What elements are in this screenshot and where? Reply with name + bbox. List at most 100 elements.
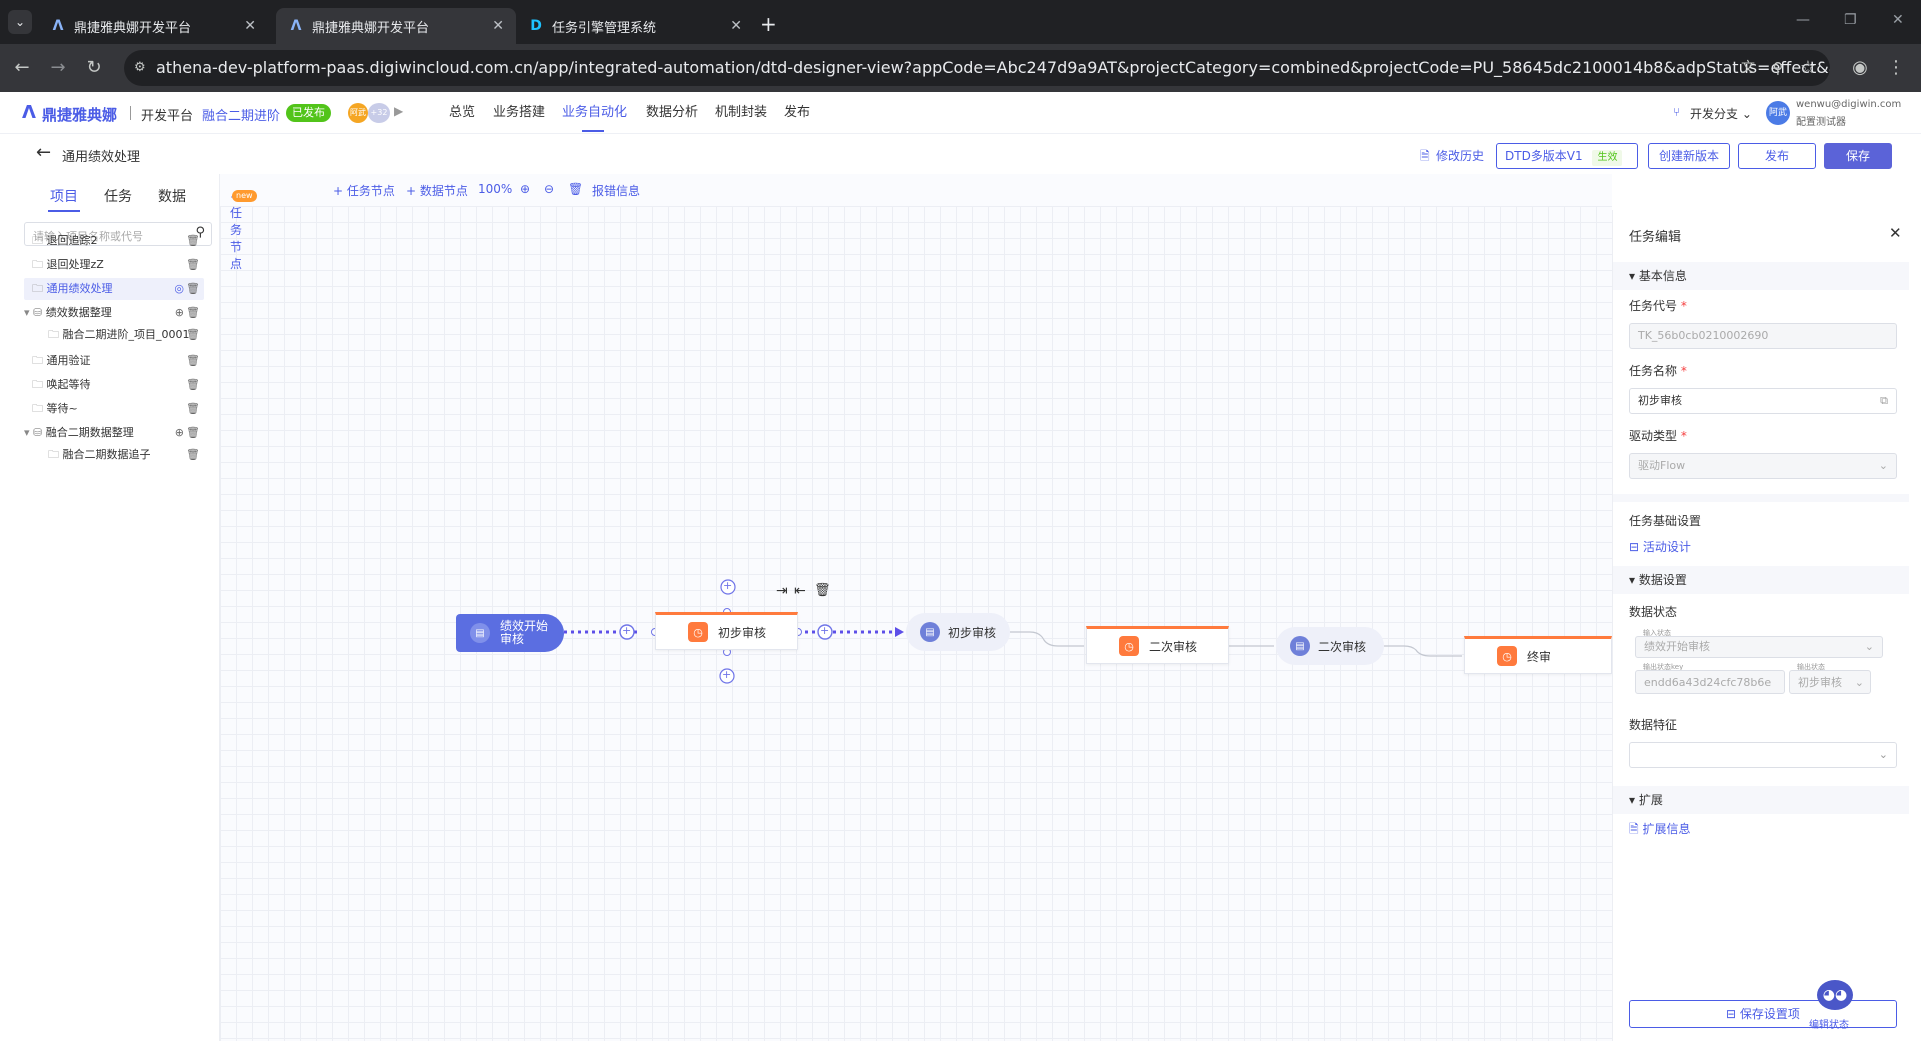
trash-icon[interactable]: 🗑 (186, 448, 200, 461)
task-node-final-review[interactable]: ◷ 终审 (1464, 636, 1612, 674)
node-delete-icon[interactable]: 🗑 (814, 583, 831, 598)
menu-business-automation[interactable]: 业务自动化 (562, 105, 628, 120)
forward-icon[interactable]: → (50, 57, 66, 78)
edge-plus-icon[interactable]: + (820, 624, 830, 637)
history-icon[interactable]: 🗎 (1420, 149, 1430, 163)
data-feature-select[interactable]: ⌄ (1629, 742, 1897, 768)
tree-group[interactable]: ▾ ⛁ 融合二期数据整理🗑⊕ (24, 422, 204, 444)
activity-design-link[interactable]: ⊟ 活动设计 (1629, 540, 1691, 554)
version-selector[interactable]: DTD多版本V1 生效 (1496, 143, 1638, 169)
history-link[interactable]: 修改历史 (1436, 149, 1485, 163)
trash-icon[interactable]: 🗑 (186, 258, 200, 271)
add-circle-icon[interactable]: ⊕ (174, 426, 184, 439)
zoom-icon[interactable]: ⚲ (1772, 59, 1784, 77)
tree-item[interactable]: 🗀 退回处理zZ🗑 (24, 254, 204, 276)
browser-tab-2[interactable]: Λ 鼎捷雅典娜开发平台 ✕ (276, 8, 516, 44)
start-node[interactable]: ▤ 绩效开始审核 (456, 614, 564, 652)
tree-item[interactable]: 🗀 融合二期数据追子🗑 (24, 444, 204, 466)
browser-menu-icon[interactable]: ⋮ (1887, 57, 1905, 78)
restore-icon[interactable]: ❐ (1844, 12, 1857, 28)
edge-plus-icon[interactable]: + (622, 624, 632, 637)
basic-info-section[interactable]: ▾ 基本信息 (1613, 262, 1909, 290)
reload-icon[interactable]: ↻ (86, 57, 102, 78)
error-info-link[interactable]: 报错信息 (592, 184, 641, 198)
minimize-icon[interactable]: — (1796, 12, 1810, 28)
save-button[interactable]: 保存 (1824, 143, 1892, 169)
save-settings-button[interactable]: ⊟ 保存设置项 (1629, 1000, 1897, 1028)
zoom-out-icon[interactable]: ⊖ (544, 182, 555, 196)
branch-icon[interactable]: ⑂ (1673, 105, 1681, 119)
close-tab-icon[interactable]: ✕ (492, 18, 504, 34)
data-settings-section[interactable]: ▾ 数据设置 (1613, 566, 1909, 594)
profile-icon[interactable]: ◉ (1852, 57, 1868, 78)
data-node-second-review[interactable]: ▤ 二次审核 (1276, 627, 1384, 665)
play-icon[interactable]: ▶ (394, 104, 404, 118)
add-below-plus-icon[interactable]: + (722, 668, 732, 681)
close-window-icon[interactable]: ✕ (1892, 12, 1904, 28)
task-name-field[interactable]: 初步审核⧉ (1629, 388, 1897, 414)
tab-data[interactable]: 数据 (158, 189, 186, 205)
bookmark-star-icon[interactable]: ☆ (1799, 57, 1817, 78)
avatar-count[interactable]: +32 (368, 103, 390, 123)
data-node-initial-review[interactable]: ▤ 初步审核 (906, 613, 1010, 651)
hide-eye-icon[interactable]: ◎ (174, 282, 184, 295)
trash-icon[interactable]: 🗑 (186, 402, 200, 415)
app-name[interactable]: 融合二期进阶 (202, 109, 281, 124)
tree-item[interactable]: 🗀 通用验证🗑 (24, 350, 204, 372)
tree-group[interactable]: ▾ ⛁ 绩效数据整理🗑⊕ (24, 302, 204, 324)
translate-icon[interactable]: 文 (1741, 60, 1755, 76)
close-icon[interactable]: ✕ (1889, 224, 1902, 242)
node-input-icon[interactable]: ⇥ (776, 583, 788, 599)
add-task-node-button[interactable]: + 任务节点 (333, 184, 395, 198)
trash-icon[interactable]: 🗑 (186, 354, 200, 367)
tab-list-icon[interactable]: ⌄ (8, 10, 32, 34)
tab-task[interactable]: 任务 (104, 189, 132, 205)
back-icon[interactable]: ← (14, 57, 30, 78)
add-data-node-button[interactable]: + 数据节点 (406, 184, 468, 198)
site-info-icon[interactable]: ⚙ (134, 60, 146, 75)
tree-item[interactable]: 🗀 融合二期进阶_项目_0001🗑 (24, 324, 204, 346)
task-node-second-review[interactable]: ◷ 二次审核 (1086, 626, 1229, 664)
trash-icon[interactable]: 🗑 (186, 426, 200, 439)
tab-project[interactable]: 项目 (50, 189, 78, 205)
trash-icon[interactable]: 🗑 (186, 234, 200, 247)
avatar[interactable]: 阿武 (348, 103, 368, 123)
user-avatar[interactable]: 阿武 (1766, 101, 1790, 125)
add-above-plus-icon[interactable]: + (723, 579, 733, 592)
browser-tab-1[interactable]: Λ 鼎捷雅典娜开发平台 ✕ (38, 8, 268, 44)
task-node-initial-review[interactable]: ◷ 初步审核 (655, 612, 798, 650)
close-tab-icon[interactable]: ✕ (244, 18, 256, 34)
copy-icon[interactable]: ⧉ (1880, 394, 1888, 407)
zoom-in-icon[interactable]: ⊕ (520, 182, 531, 196)
tree-item[interactable]: 🗀 退回追踪2🗑 (24, 230, 204, 252)
menu-business-build[interactable]: 业务搭建 (493, 105, 546, 120)
url-field[interactable]: ⚙ athena-dev-platform-paas.digiwincloud.… (124, 50, 1830, 86)
menu-data-analysis[interactable]: 数据分析 (646, 105, 699, 120)
menu-publish[interactable]: 发布 (784, 105, 811, 120)
back-arrow-icon[interactable]: ← (36, 142, 52, 163)
browser-tab-3[interactable]: D 任务引擎管理系统 ✕ (516, 8, 754, 44)
search-icon[interactable]: ⚲ (195, 225, 205, 240)
create-version-button[interactable]: 创建新版本 (1648, 143, 1730, 169)
menu-overview[interactable]: 总览 (449, 105, 476, 120)
close-tab-icon[interactable]: ✕ (730, 18, 742, 34)
owl-assistant-icon[interactable]: ◕◕ (1817, 980, 1853, 1010)
trash-icon[interactable]: 🗑 (568, 182, 584, 196)
publish-button[interactable]: 发布 (1738, 143, 1816, 169)
project-search-input[interactable]: 请输入项目名称或代号 ⚲ (24, 222, 212, 246)
extension-info-link[interactable]: 🗎 扩展信息 (1629, 822, 1691, 836)
extension-section[interactable]: ▾ 扩展 (1613, 786, 1909, 814)
tree-item[interactable]: 🗀 等待~🗑 (24, 398, 204, 420)
add-circle-icon[interactable]: ⊕ (174, 306, 184, 319)
new-tab-button[interactable]: + (760, 12, 777, 36)
flow-canvas[interactable] (220, 174, 1612, 1041)
trash-icon[interactable]: 🗑 (186, 306, 200, 319)
trash-icon[interactable]: 🗑 (186, 282, 200, 295)
node-output-icon[interactable]: ⇤ (794, 583, 806, 599)
tree-item[interactable]: 🗀 唤起等待🗑 (24, 374, 204, 396)
trash-icon[interactable]: 🗑 (186, 378, 200, 391)
tree-item[interactable]: 🗀 通用绩效处理🗑◎ (24, 278, 204, 300)
trash-icon[interactable]: 🗑 (186, 328, 200, 341)
branch-selector[interactable]: 开发分支 ⌄ (1690, 107, 1752, 121)
menu-mechanism[interactable]: 机制封装 (715, 105, 768, 120)
